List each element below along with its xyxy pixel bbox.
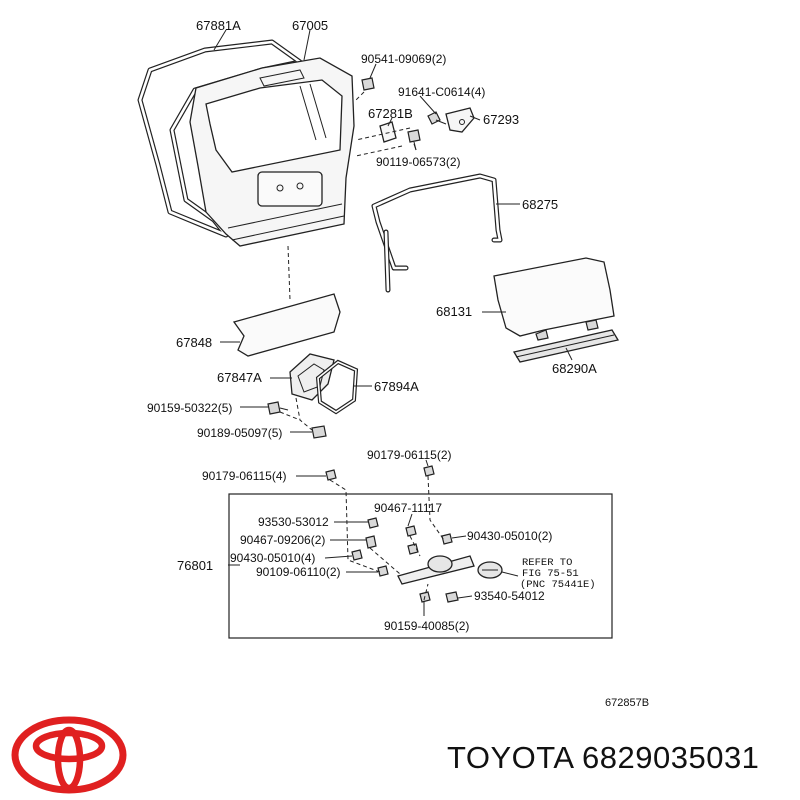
glass-run-68290a [512, 329, 620, 363]
label-67847a: 67847A [217, 370, 262, 385]
label-90467b: 90467-09206(2) [240, 533, 325, 547]
label-68290a: 68290A [552, 361, 597, 376]
part-number: 6829035031 [582, 740, 760, 775]
label-90159a: 90159-50322(5) [147, 401, 232, 415]
label-90109: 90109-06110(2) [256, 565, 341, 579]
label-90430b: 90430-05010(4) [230, 551, 315, 565]
label-93530: 93530-53012 [258, 515, 329, 529]
label-68275: 68275 [522, 197, 558, 212]
label-67894a: 67894A [374, 379, 419, 394]
part-labels: 67881A 67005 90541-09069(2) 91641-C0614(… [147, 18, 649, 709]
garnish-76801 [397, 555, 475, 585]
assembly-box-76801 [228, 493, 613, 639]
label-91641: 91641-C0614(4) [398, 85, 485, 99]
label-93540: 93540-54012 [474, 589, 545, 603]
label-90179b: 90179-06115(2) [367, 448, 452, 462]
label-67005: 67005 [292, 18, 328, 33]
label-67281b: 67281B [368, 106, 413, 121]
label-67848: 67848 [176, 335, 212, 350]
label-67293: 67293 [483, 112, 519, 127]
label-68131: 68131 [436, 304, 472, 319]
ref-line-3: (PNC 75441E) [520, 579, 596, 591]
label-90179a: 90179-06115(4) [202, 469, 287, 483]
ref-line-1: REFER TO [522, 557, 572, 569]
seal-67894a [315, 359, 359, 415]
back-door-panel-67005 [189, 57, 355, 247]
glass-68131 [493, 257, 615, 341]
clip-90189 [311, 425, 327, 439]
label-90189: 90189-05097(5) [197, 426, 282, 440]
label-90467a: 90467-11117 [374, 501, 442, 515]
clip-90159 [267, 401, 289, 415]
brand-name: TOYOTA [447, 740, 573, 775]
bolt-91641 [427, 111, 447, 125]
fasteners-box [325, 465, 459, 603]
leader-lines [213, 29, 573, 616]
bolt-90119 [407, 129, 421, 151]
label-90159b: 90159-40085(2) [384, 619, 469, 633]
emblem-ref [477, 561, 503, 579]
label-67881a: 67881A [196, 18, 241, 33]
label-90430a: 90430-05010(2) [467, 529, 552, 543]
toyota-logo-icon [11, 716, 127, 794]
label-76801: 76801 [177, 558, 213, 573]
ref-line-2: FIG 75-51 [522, 568, 579, 580]
drawing-number: 672857B [605, 697, 649, 709]
cover-67847a [289, 353, 335, 401]
trim-board-67848 [232, 293, 341, 357]
label-90541: 90541-09069(2) [361, 52, 446, 66]
weatherstrip-67881a [137, 39, 303, 238]
bolt-90541 [361, 77, 375, 91]
hinge-67293 [445, 107, 475, 133]
brand-part-number: TOYOTA 6829035031 [447, 740, 759, 776]
channel-68275 [371, 173, 503, 293]
bracket-67281b [379, 121, 397, 143]
label-90119: 90119-06573(2) [376, 155, 461, 169]
